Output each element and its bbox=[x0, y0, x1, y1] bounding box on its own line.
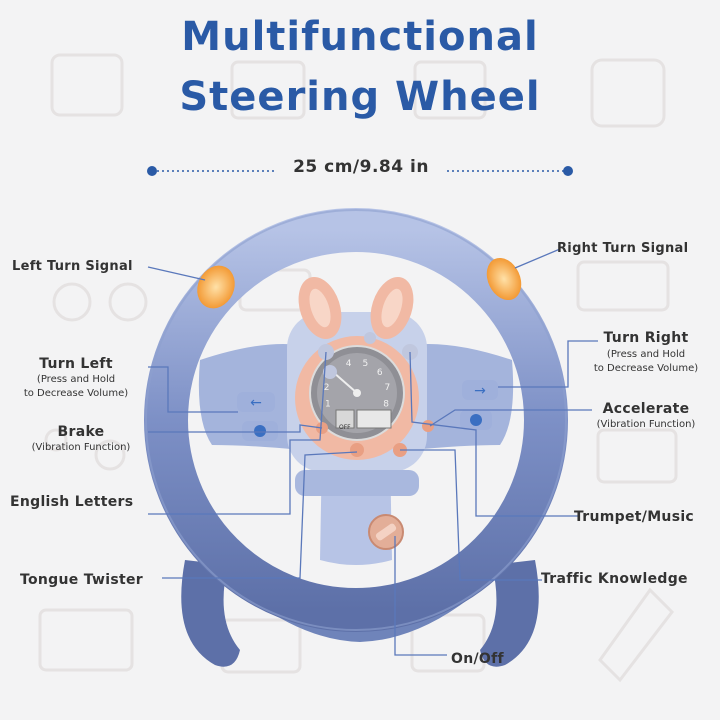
traffic-knowledge-button bbox=[364, 332, 376, 344]
right-turn-signal-light bbox=[486, 257, 522, 301]
page-title-line2: Steering Wheel bbox=[179, 74, 541, 120]
turn-left-button bbox=[237, 392, 275, 412]
label-turn-right-sub1: (Press and Hold bbox=[606, 349, 686, 360]
on-off-knob bbox=[368, 514, 404, 550]
gauge-needle bbox=[332, 371, 358, 394]
gauge-number: 4 bbox=[346, 359, 352, 369]
label-english-letters: English Letters bbox=[10, 494, 134, 510]
turn-right-button bbox=[462, 380, 498, 400]
label-accelerate: Accelerate bbox=[602, 401, 690, 417]
switch-label: OFF bbox=[339, 424, 351, 431]
lcd-display bbox=[356, 409, 392, 429]
bus-icon bbox=[50, 53, 124, 117]
turn-signals bbox=[197, 257, 522, 309]
power-switch-display bbox=[335, 409, 355, 429]
gauge-number: 7 bbox=[385, 383, 391, 393]
label-on-off: On/Off bbox=[451, 651, 504, 667]
dimension-label: 25 cm/9.84 in bbox=[293, 157, 429, 177]
rocket-icon bbox=[598, 587, 674, 683]
face-buttons bbox=[316, 332, 434, 457]
label-tongue-twister: Tongue Twister bbox=[20, 572, 144, 588]
label-turn-right-sub2: to Decrease Volume) bbox=[593, 363, 699, 374]
gauge-number: 2 bbox=[324, 383, 330, 393]
svg-text:←: ← bbox=[250, 395, 262, 411]
label-turn-left-sub1: (Press and Hold bbox=[36, 374, 116, 385]
label-turn-right: Turn Right bbox=[603, 330, 689, 346]
label-trumpet-music: Trumpet/Music bbox=[574, 509, 695, 525]
label-traffic-knowledge: Traffic Knowledge bbox=[541, 571, 688, 587]
taxi-icon bbox=[413, 60, 487, 120]
label-turn-left: Turn Left bbox=[39, 356, 113, 372]
label-brake: Brake bbox=[57, 424, 105, 440]
gauge-number: 5 bbox=[363, 359, 369, 369]
label-left-turn-signal: Left Turn Signal bbox=[12, 259, 133, 274]
left-turn-signal-light bbox=[197, 265, 235, 309]
callout-lines bbox=[147, 248, 598, 656]
truck-icon bbox=[38, 608, 134, 672]
gauge-number: 8 bbox=[383, 400, 389, 410]
steering-wheel-rim bbox=[144, 208, 568, 632]
gauge-number: 6 bbox=[377, 368, 383, 378]
accelerate-button-top bbox=[422, 420, 434, 432]
dimension-line bbox=[147, 166, 573, 176]
page-title-line1: Multifunctional bbox=[181, 14, 539, 60]
svg-text:→: → bbox=[474, 383, 486, 399]
label-accelerate-sub: (Vibration Function) bbox=[596, 419, 696, 430]
label-right-turn-signal: Right Turn Signal bbox=[557, 241, 689, 256]
gauge-number: 1 bbox=[325, 400, 331, 410]
bunny-ears bbox=[298, 276, 414, 340]
label-turn-left-sub2: to Decrease Volume) bbox=[23, 388, 129, 399]
label-brake-sub: (Vibration Function) bbox=[31, 442, 131, 453]
tram-icon bbox=[590, 58, 666, 128]
side-buttons: ← → bbox=[237, 380, 498, 441]
